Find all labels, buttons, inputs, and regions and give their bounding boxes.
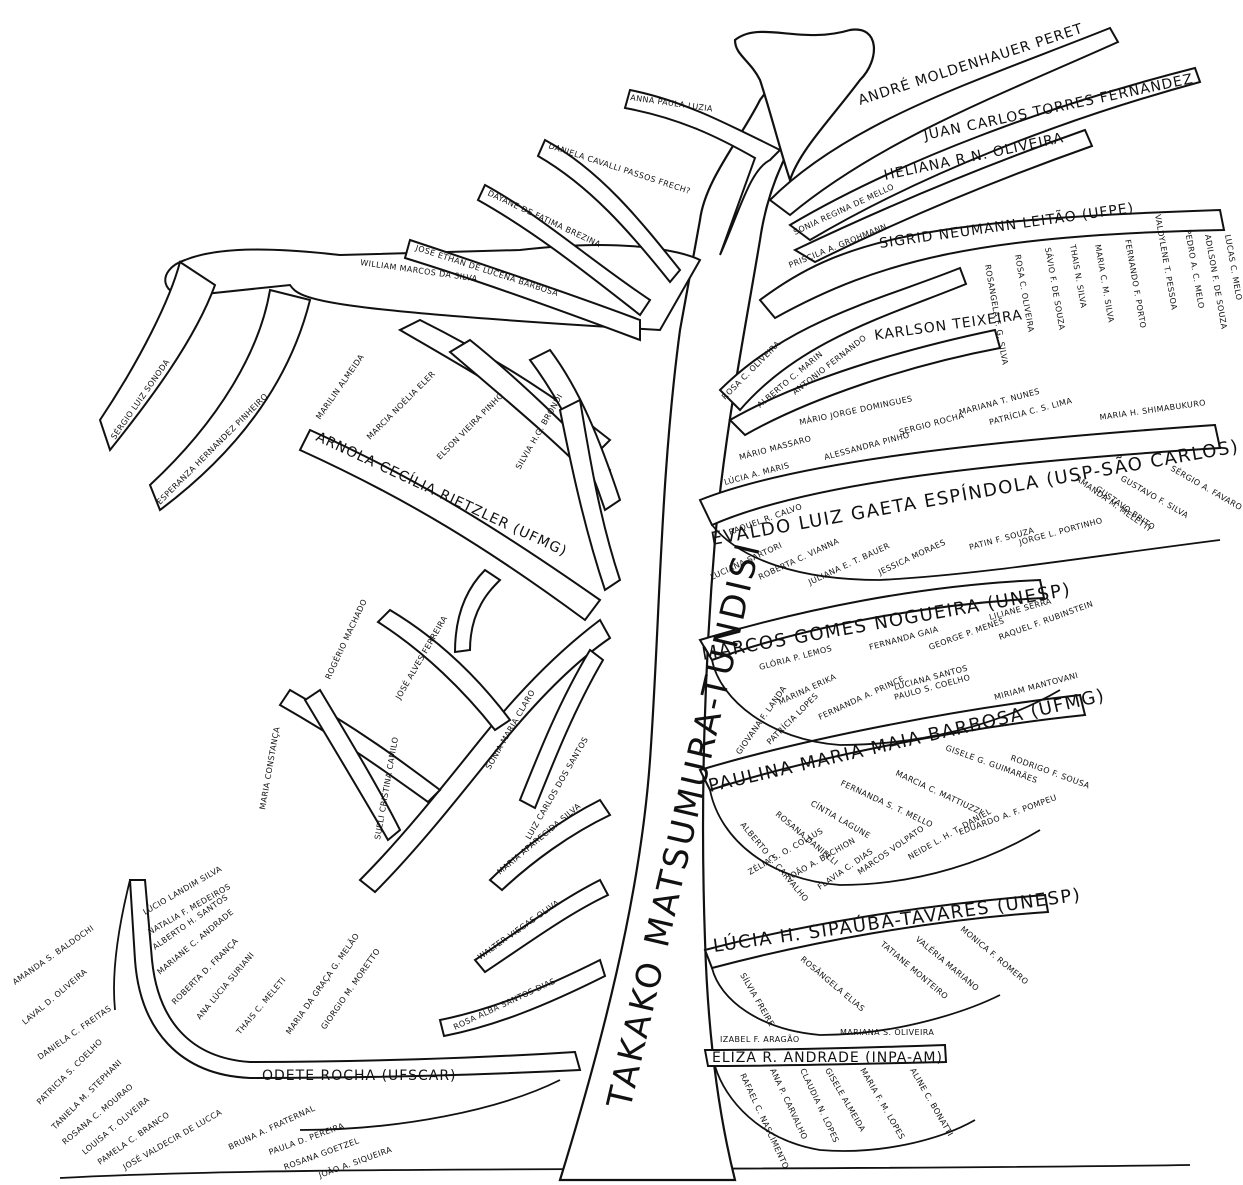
ufpe-name-7: PEDRO A. C. MELO: [1183, 229, 1206, 310]
tavares-head: LÚCIA H. SIPAÚBA-TAVARES (UNESP): [712, 883, 1083, 956]
ul-label-7: MARILIN ALMEIDA: [314, 352, 366, 421]
ufpe-name-4: MARIA C. M. SILVA: [1093, 244, 1116, 324]
andrade-name-4: ALINE C. BONATTI: [908, 1067, 955, 1139]
ul-label-19: MARIA CONSTANÇA: [258, 726, 281, 810]
odete-head: ODETE ROCHA (UFSCAR): [262, 1068, 457, 1084]
odete-name-2: DANIELA C. FREITAS: [36, 1004, 113, 1062]
upper-left-labels: ANNA PAULA LUZIA DANIELA CAVALLI PASSOS …: [108, 93, 714, 1032]
ufpe-name-3: THAIS N. SILVA: [1068, 243, 1088, 309]
espindola-name-1: MÁRIO MASSARO: [738, 432, 813, 462]
ufpe-name-5: FERNANDO F. PORTO: [1123, 239, 1148, 329]
tavares-name-6: ROSÂNGELA ELIAS: [799, 953, 868, 1013]
andrade-name-1: IZABEL F. ARAGÃO: [720, 1034, 800, 1044]
andrade-branch-labels: ELIZA R. ANDRADE (INPA-AM) MARIANA S. OL…: [712, 1028, 955, 1170]
ul-label-9: ELSON VIEIRA PINHO: [435, 391, 505, 461]
odete-name-14: ANA LÚCIA SURIANI: [193, 949, 256, 1021]
espindola-name-9: SÉRGIO A. FAVARO: [1169, 462, 1243, 512]
odete-name-13: ROBERTA D. FRANÇA: [170, 936, 240, 1006]
andrade-head: ELIZA R. ANDRADE (INPA-AM): [712, 1050, 943, 1066]
tavares-branch-labels: LÚCIA H. SIPAÚBA-TAVARES (UNESP) ZÉLIA S…: [712, 793, 1083, 1028]
tavares-name-7: TATIANE MONTEIRO: [878, 939, 950, 1001]
ul-label-8: MARCIA NOÉLIA ELER: [364, 368, 438, 442]
main-trunk: [560, 44, 838, 1180]
odete-name-17: GIORGIO M. MORETTO: [319, 947, 382, 1031]
ufpe-name-9: LUCAS C. MELO: [1223, 234, 1243, 301]
odete-rocha-labels: ODETE ROCHA (UFSCAR) AMANDA S. BALDOCHI …: [11, 862, 457, 1180]
nogueira-name-7: GIOVANA F. LANDA: [734, 684, 788, 756]
ul-label-6: ESPERANZA HERNANDEZ PINHEIRO: [155, 392, 270, 507]
tavares-name-10: SÍLVIA FREIRE: [738, 971, 778, 1029]
odete-name-15: THAIS C. MELETI: [234, 976, 288, 1038]
espindola-name-0: MARIA H. SHIMABUKURO: [1099, 398, 1206, 422]
ufpe-name-8: ADILSON F. DE SOUZA: [1203, 234, 1229, 330]
andrade-name-0: MARIANA S. OLIVEIRA: [840, 1028, 934, 1037]
ufpe-name-2: SÁVIO F. DE SOUZA: [1043, 246, 1068, 331]
andrade-name-3: MARIA F. M. LOPES: [858, 1067, 906, 1142]
ul-label-12: ROGÉRIO MACHADO: [322, 597, 369, 681]
